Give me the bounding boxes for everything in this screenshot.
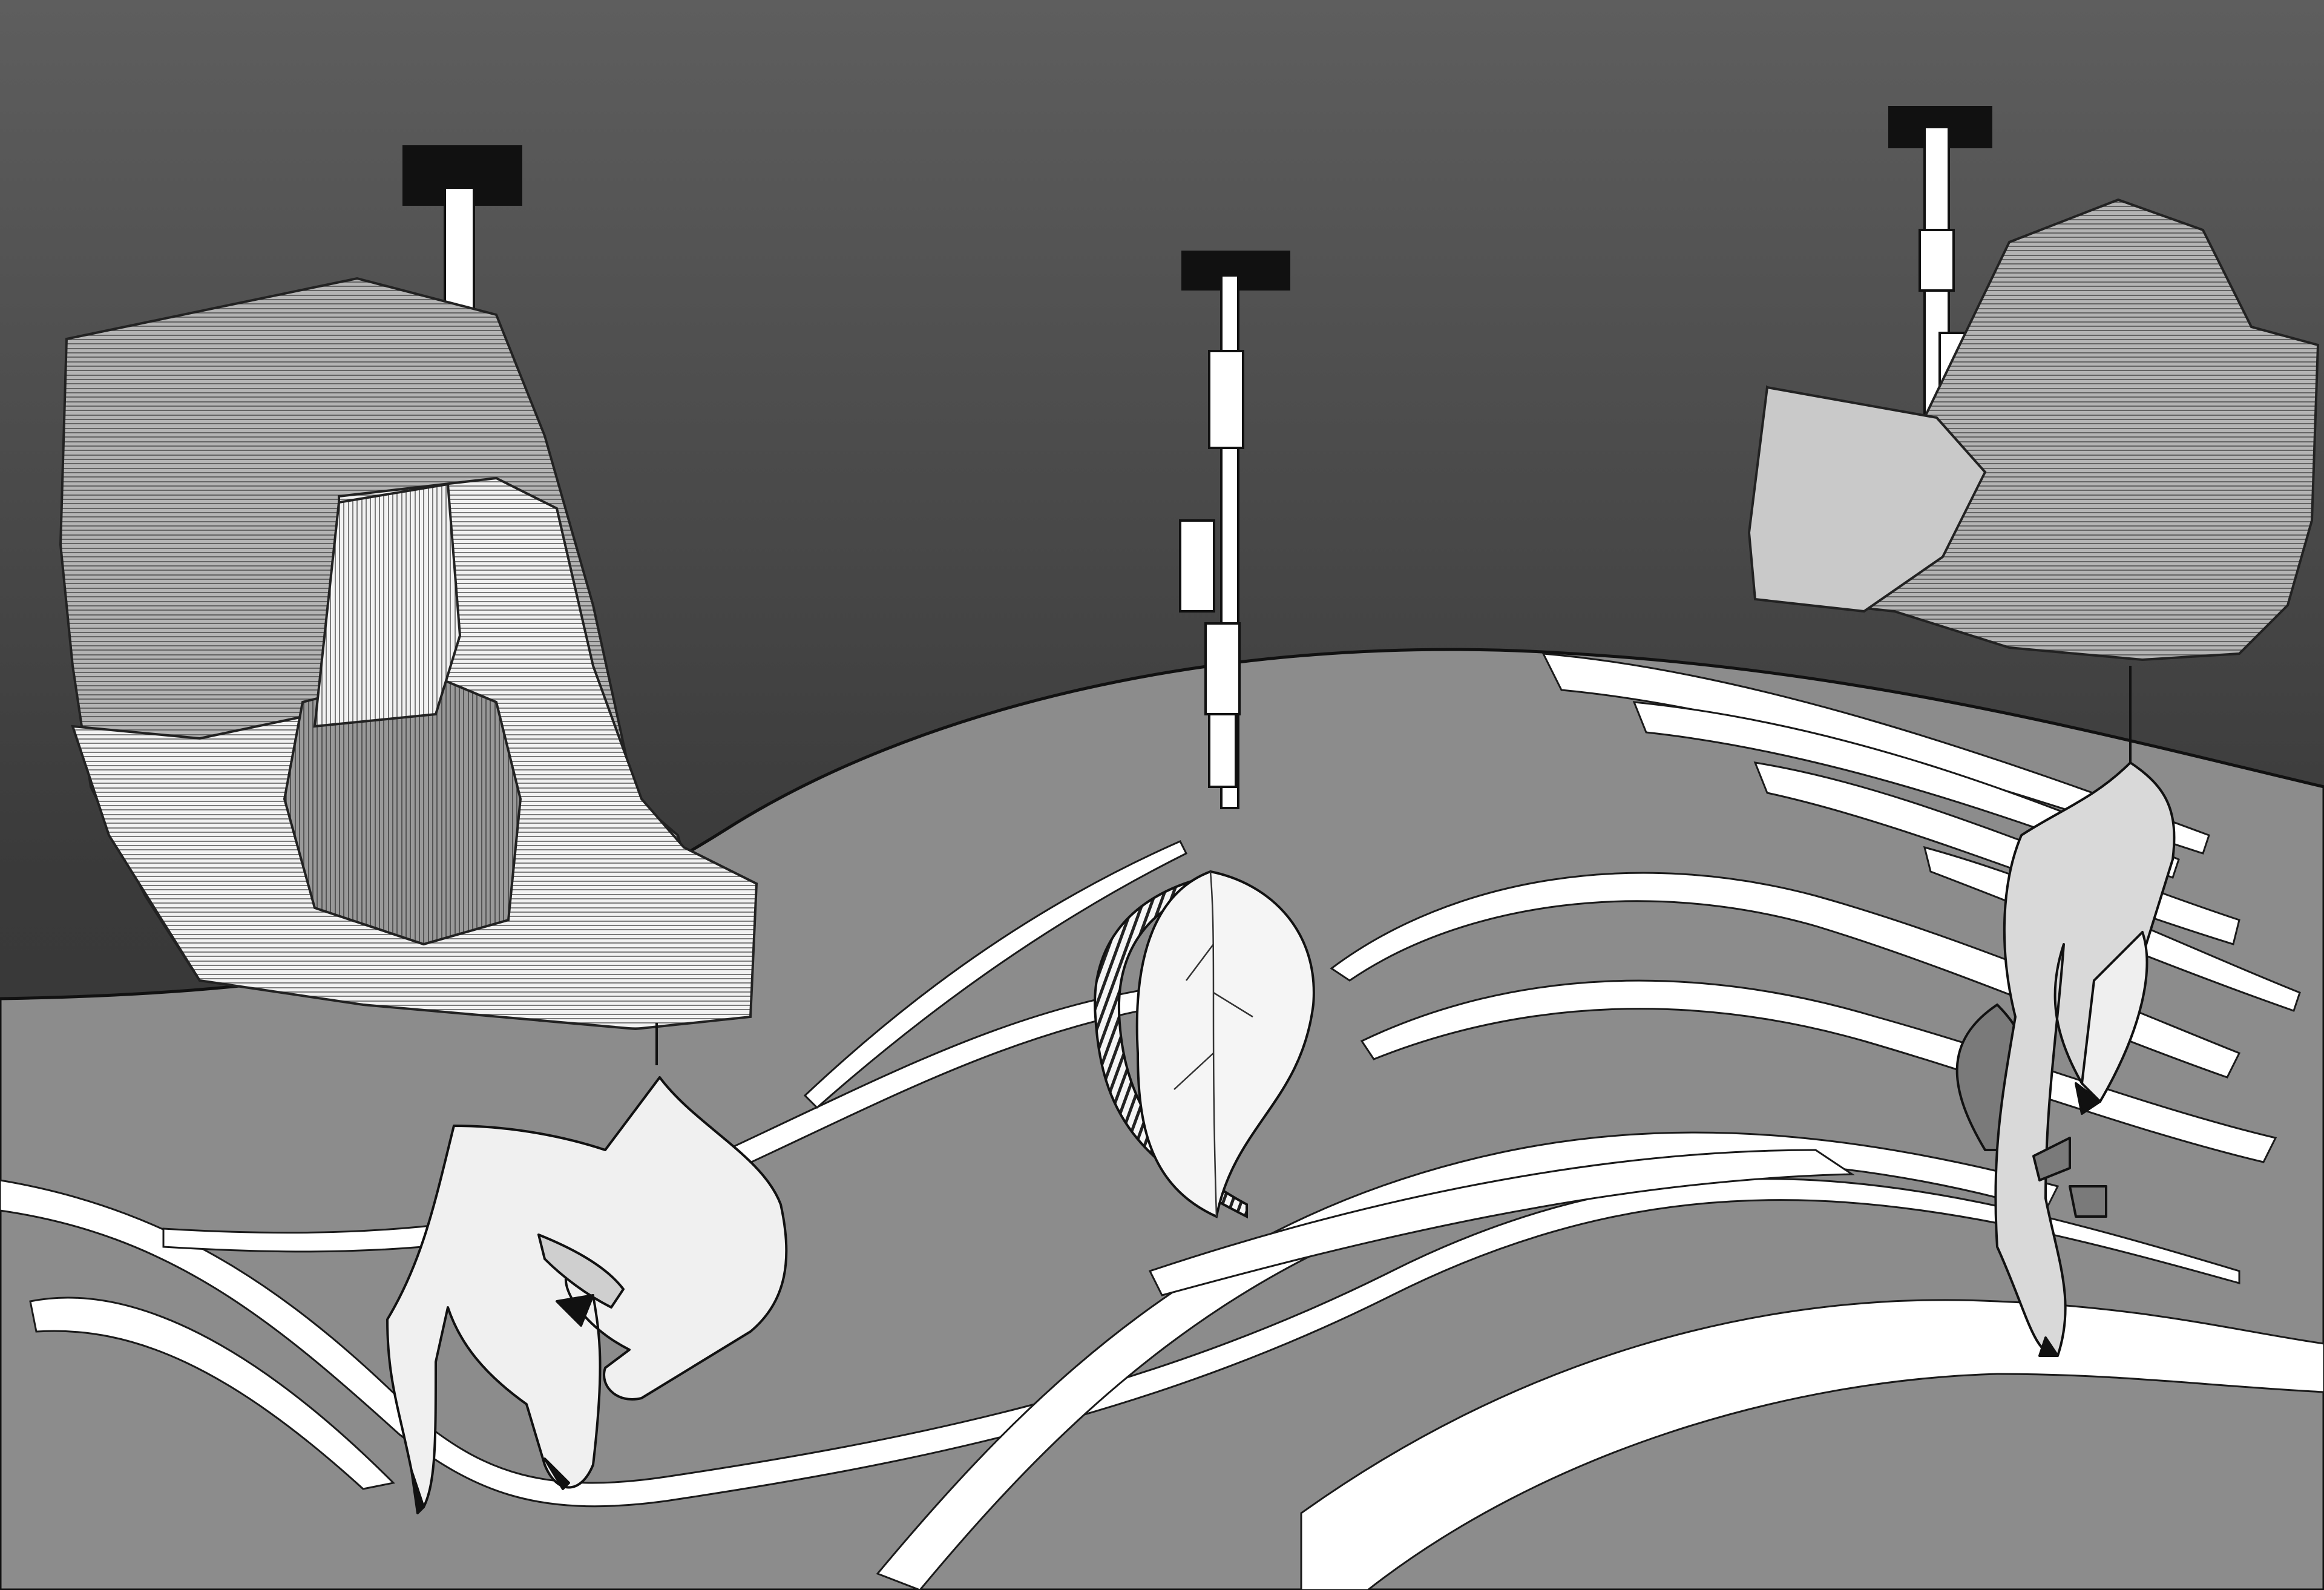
block-mass-lighter (1747, 386, 1987, 613)
hand-left (386, 1076, 788, 1514)
hand-right (1955, 761, 2176, 1357)
hand-finger (2032, 1137, 2071, 1181)
band (1300, 1299, 2324, 1590)
hand-nail (2038, 1336, 2059, 1357)
hand-nail (2075, 1082, 2101, 1115)
block-mass-panel (313, 482, 462, 728)
hand-nail (410, 1470, 425, 1514)
band (1148, 1149, 1855, 1296)
hand-thumb (537, 1234, 625, 1309)
hand-nail (556, 1294, 594, 1327)
band (803, 840, 1188, 1109)
band (1360, 979, 2277, 1163)
hanger-segment (1204, 622, 1241, 715)
block-mass-shade (283, 670, 522, 946)
hanging-block-right (1747, 106, 2320, 763)
hanging-leaf-center (1094, 251, 1315, 1219)
hanger-segment (1208, 350, 1244, 449)
hanger-segment (1919, 229, 1955, 292)
band (29, 1296, 396, 1490)
hand-finger (2081, 931, 2148, 1103)
hand-finger (2069, 1185, 2107, 1218)
hanger-segment (1179, 519, 1215, 613)
leaf-vein (1173, 871, 1253, 1217)
leaf-keyboard-edge (1094, 876, 1248, 1219)
band (1632, 701, 2180, 879)
band (1330, 872, 2241, 1079)
hanger-segment (1208, 713, 1237, 788)
hanging-block-left (59, 145, 758, 1065)
hand-nail (543, 1457, 570, 1490)
